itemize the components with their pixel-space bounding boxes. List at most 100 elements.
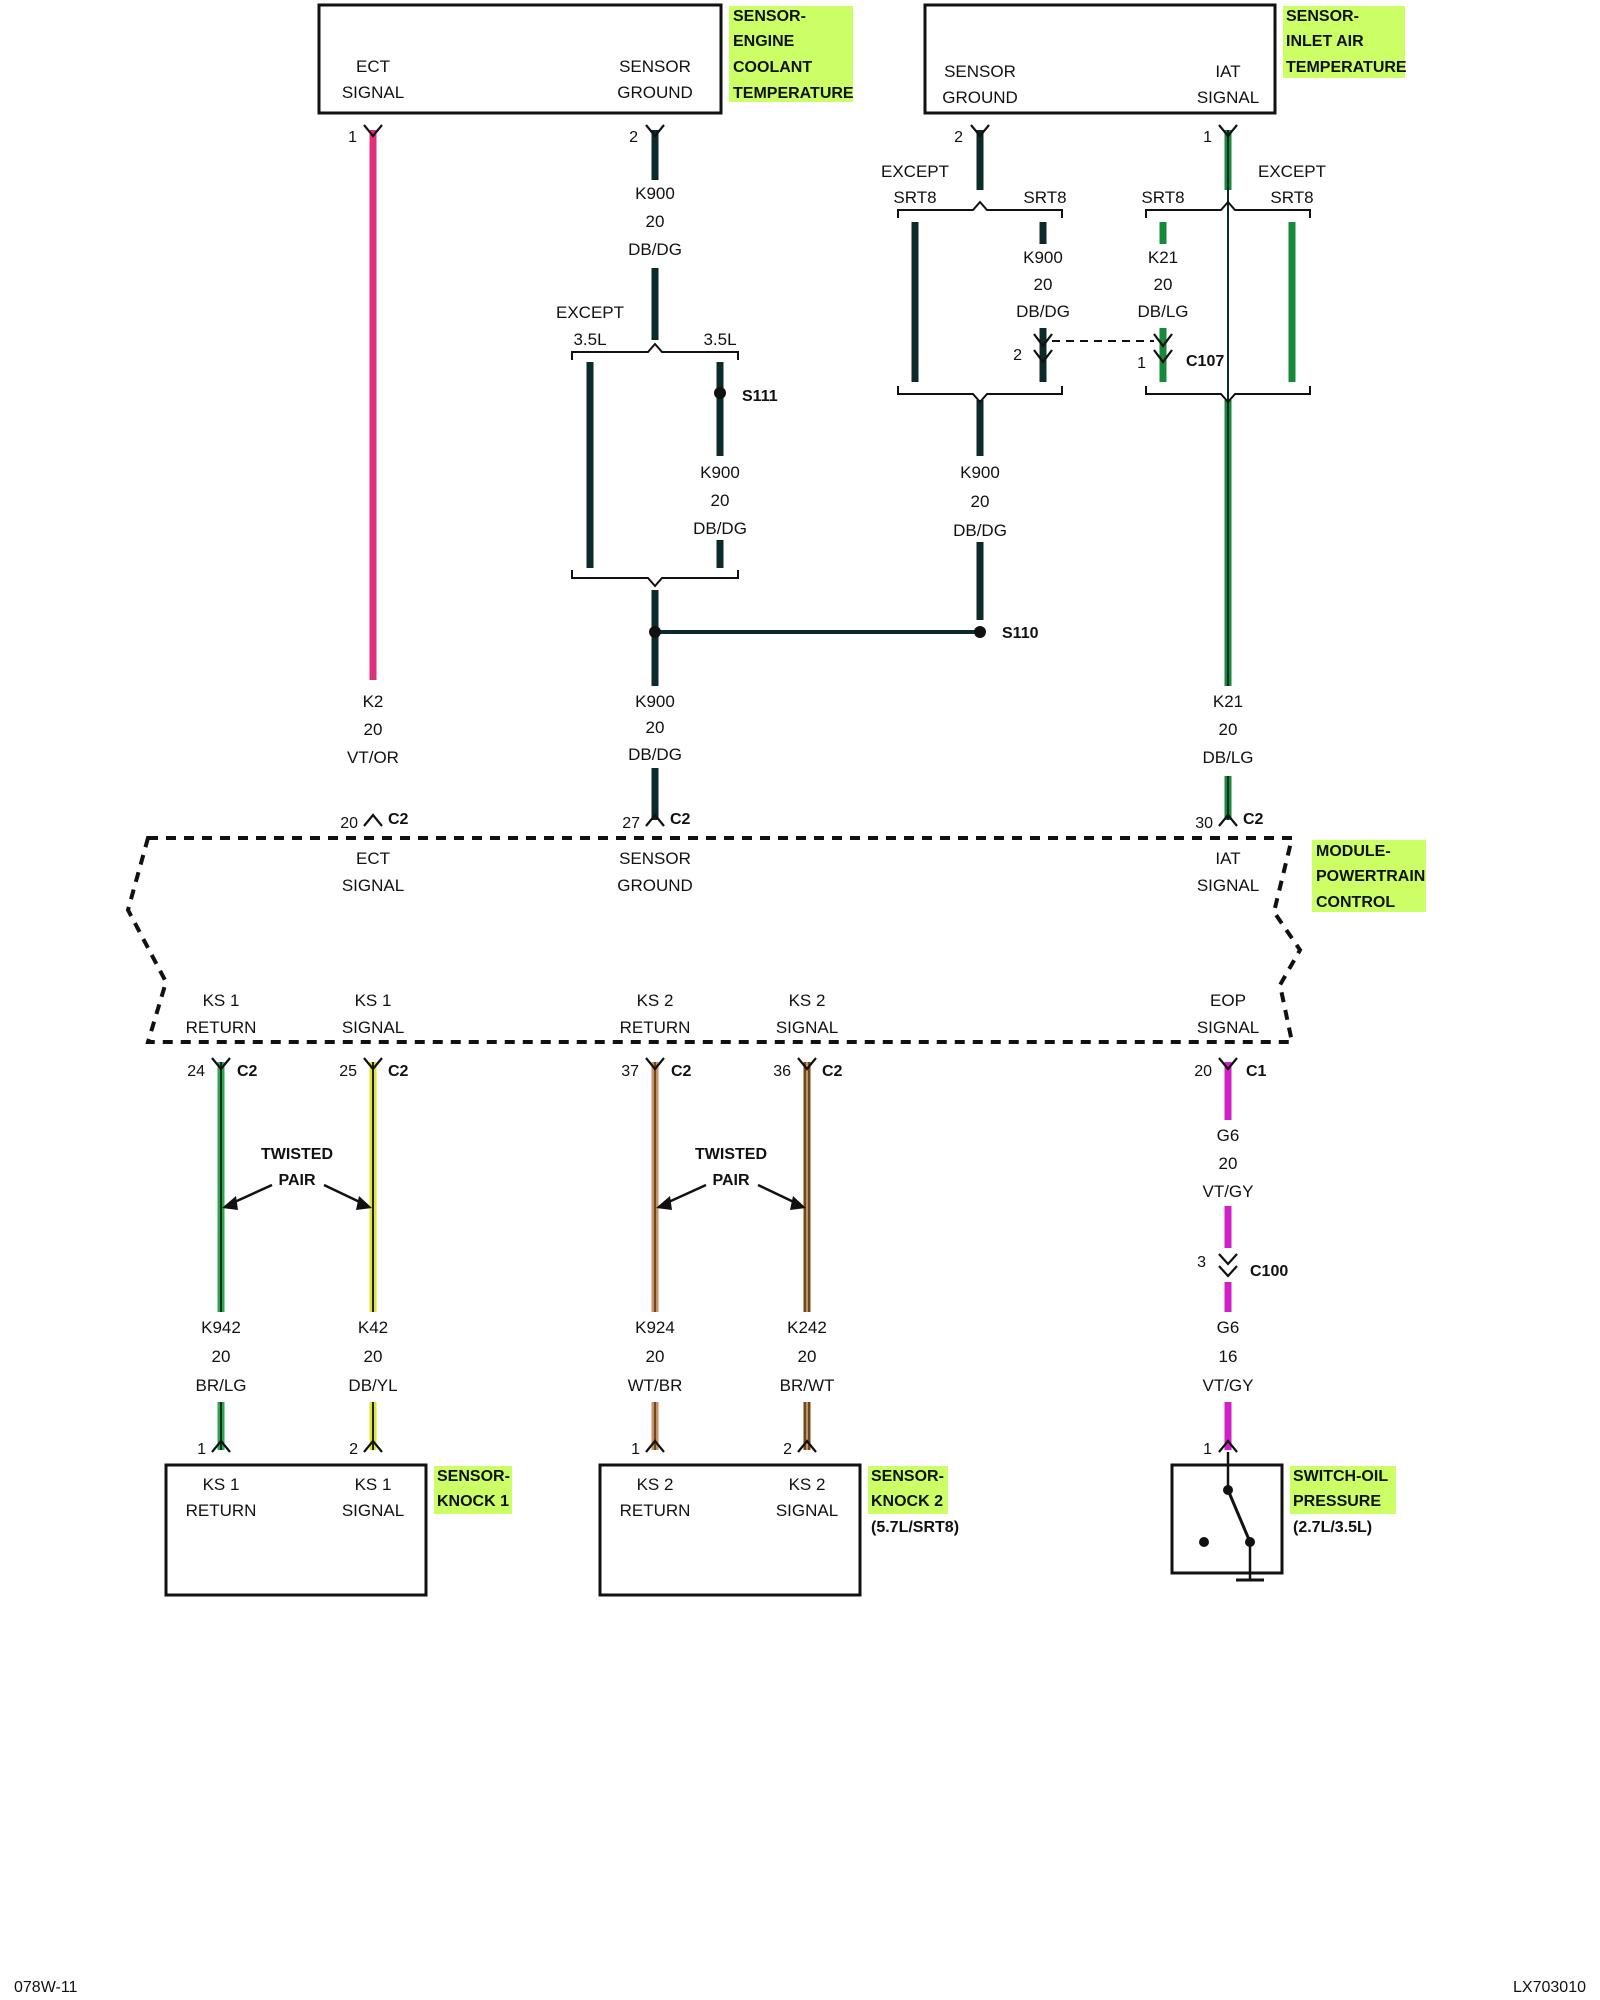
k900-top-circuit: K900	[635, 184, 675, 203]
ect-sensor: SENSOR- ENGINE COOLANT TEMPERATURE ECT S…	[317, 3, 854, 146]
twisted-pair-1-line-1: TWISTED	[261, 1146, 333, 1163]
oil-switch-contact-open	[1199, 1537, 1209, 1547]
twisted-pair-2-arrowhead-right	[790, 1196, 806, 1210]
k900-srt8-gauge: 20	[1034, 275, 1053, 294]
g6-lower-color: VT/GY	[1202, 1376, 1253, 1395]
pcm-pin30-number: 30	[1195, 815, 1213, 832]
k2-label-circuit: K2	[363, 692, 384, 711]
iat-pin2-name-1: SENSOR	[944, 62, 1016, 81]
ect-pin1-symbol	[363, 124, 383, 138]
pcm-pin20-ect-number: 20	[340, 815, 358, 832]
iat-ground-join-bracket	[897, 386, 1063, 404]
pcm-label-3: CONTROL	[1316, 894, 1395, 911]
k900-top-color: DB/DG	[628, 240, 682, 259]
pcm-pin30-name-2: SIGNAL	[1197, 876, 1259, 895]
knock-2-pin2-symbol	[797, 1439, 817, 1453]
pcm-eop-name-1: EOP	[1210, 991, 1246, 1010]
pcm-pin20-ect-connector: C2	[388, 811, 409, 828]
pcm-pin37-name-2: RETURN	[620, 1018, 691, 1037]
iat-pin1-symbol	[1218, 124, 1238, 138]
iat-pin2-name-2: GROUND	[942, 88, 1018, 107]
pcm-module: MODULE- POWERTRAIN CONTROL 20 C2 ECT SIG…	[125, 811, 1426, 1080]
k900-s111-circuit: K900	[700, 463, 740, 482]
pcm-pin37-connector: C2	[671, 1063, 692, 1080]
k242-gauge: 20	[798, 1347, 817, 1366]
iat-signal-right-branch-1: EXCEPT	[1258, 162, 1326, 181]
pcm-pin37-symbol	[645, 1057, 665, 1071]
knock-sensor-1-label-1: SENSOR-	[437, 1468, 510, 1485]
iat-pin1-name-1: IAT	[1215, 62, 1240, 81]
oil-switch-label-highlight	[1290, 1466, 1396, 1514]
knock-2-pin2-name-1: KS 2	[789, 1475, 826, 1494]
pcm-label-highlight	[1312, 840, 1426, 912]
g6-lower-circuit: G6	[1217, 1318, 1240, 1337]
k900-s111-gauge: 20	[711, 491, 730, 510]
twisted-pair-2-line-1: TWISTED	[695, 1146, 767, 1163]
ect-ground-split-bracket	[571, 342, 739, 360]
ect-pin1-name-1: ECT	[356, 57, 390, 76]
pcm-eop-number: 20	[1194, 1063, 1212, 1080]
knock-sensor-2: SENSOR- KNOCK 2 (5.7L/SRT8) 1 2 KS 2 RET…	[598, 1439, 959, 1597]
pcm-pin27-number: 27	[622, 815, 640, 832]
pcm-pin36-connector: C2	[822, 1063, 843, 1080]
ect-pin1-number: 1	[348, 129, 357, 146]
g6-upper-gauge: 20	[1219, 1154, 1238, 1173]
ect-sensor-label-4: TEMPERATURE	[733, 85, 854, 102]
k42-circuit: K42	[358, 1318, 388, 1337]
knock-sensor-2-label-2: KNOCK 2	[871, 1493, 943, 1510]
iat-signal-left-branch: SRT8	[1141, 188, 1184, 207]
iat-pin2-symbol	[970, 124, 990, 138]
pcm-pin30-connector: C2	[1243, 811, 1264, 828]
knock-sensor-1-label-highlight	[434, 1466, 512, 1514]
pcm-pin25-symbol	[363, 1057, 383, 1071]
wire-label-cutouts	[188, 180, 1261, 1402]
oil-switch-pin-number: 1	[1203, 1441, 1212, 1458]
c107-pin2-symbol	[1033, 333, 1053, 364]
splice-s110-node	[649, 626, 661, 638]
oil-switch-label-2: PRESSURE	[1293, 1493, 1381, 1510]
ect-sensor-label-highlight	[729, 6, 853, 102]
pcm-pin20-ect-name-1: ECT	[356, 849, 390, 868]
pcm-pin36-name-1: KS 2	[789, 991, 826, 1010]
pcm-pin25-number: 25	[339, 1063, 357, 1080]
k900-iat-color: DB/DG	[953, 521, 1007, 540]
iat-ground-left-branch-1: EXCEPT	[881, 162, 949, 181]
twisted-pair-2-line-2: PAIR	[712, 1172, 749, 1189]
oil-switch-label-3: (2.7L/3.5L)	[1293, 1519, 1372, 1536]
k900-srt8-circuit: K900	[1023, 248, 1063, 267]
pcm-pin20-ect-symbol	[363, 813, 383, 827]
pcm-pin36-symbol	[797, 1057, 817, 1071]
k21-srt8-color: DB/LG	[1137, 302, 1188, 321]
iat-ground-right-branch: SRT8	[1023, 188, 1066, 207]
pcm-pin27-name-1: SENSOR	[619, 849, 691, 868]
ect-sensor-label-2: ENGINE	[733, 33, 795, 50]
k900-pcm-circuit: K900	[635, 692, 675, 711]
pcm-pin24-name-2: RETURN	[186, 1018, 257, 1037]
pcm-pin30-symbol	[1218, 813, 1238, 827]
g6-lower-gauge: 16	[1219, 1347, 1238, 1366]
iat-signal-right-branch-2: SRT8	[1270, 188, 1313, 207]
k21-srt8-gauge: 20	[1154, 275, 1173, 294]
k924-color: WT/BR	[628, 1376, 683, 1395]
knock-2-pin1-name-2: RETURN	[620, 1501, 691, 1520]
knock-2-pin1-name-1: KS 2	[637, 1475, 674, 1494]
pcm-pin37-name-1: KS 2	[637, 991, 674, 1010]
knock-2-pin1-symbol	[645, 1439, 665, 1453]
iat-ground-split-bracket	[897, 200, 1063, 218]
pcm-label-1: MODULE-	[1316, 843, 1391, 860]
pcm-pin27-symbol	[645, 813, 665, 827]
iat-sensor-label-3: TEMPERATURE	[1286, 59, 1407, 76]
wire-labels: K2 20 VT/OR K900 20 DB/DG K900 20 DB/DG …	[195, 184, 1253, 1395]
pcm-pin36-number: 36	[773, 1063, 791, 1080]
pcm-pin25-connector: C2	[388, 1063, 409, 1080]
k900-iat-circuit: K900	[960, 463, 1000, 482]
k900-pcm-color: DB/DG	[628, 745, 682, 764]
pcm-pin30-name-1: IAT	[1215, 849, 1240, 868]
pcm-pin24-connector: C2	[237, 1063, 258, 1080]
knock-1-pin2-name-1: KS 1	[355, 1475, 392, 1494]
k924-gauge: 20	[646, 1347, 665, 1366]
pcm-pin25-name-1: KS 1	[355, 991, 392, 1010]
c107-pin1-symbol	[1153, 333, 1173, 364]
ect-sensor-box	[317, 3, 723, 115]
pcm-pin20-ect-name-2: SIGNAL	[342, 876, 404, 895]
